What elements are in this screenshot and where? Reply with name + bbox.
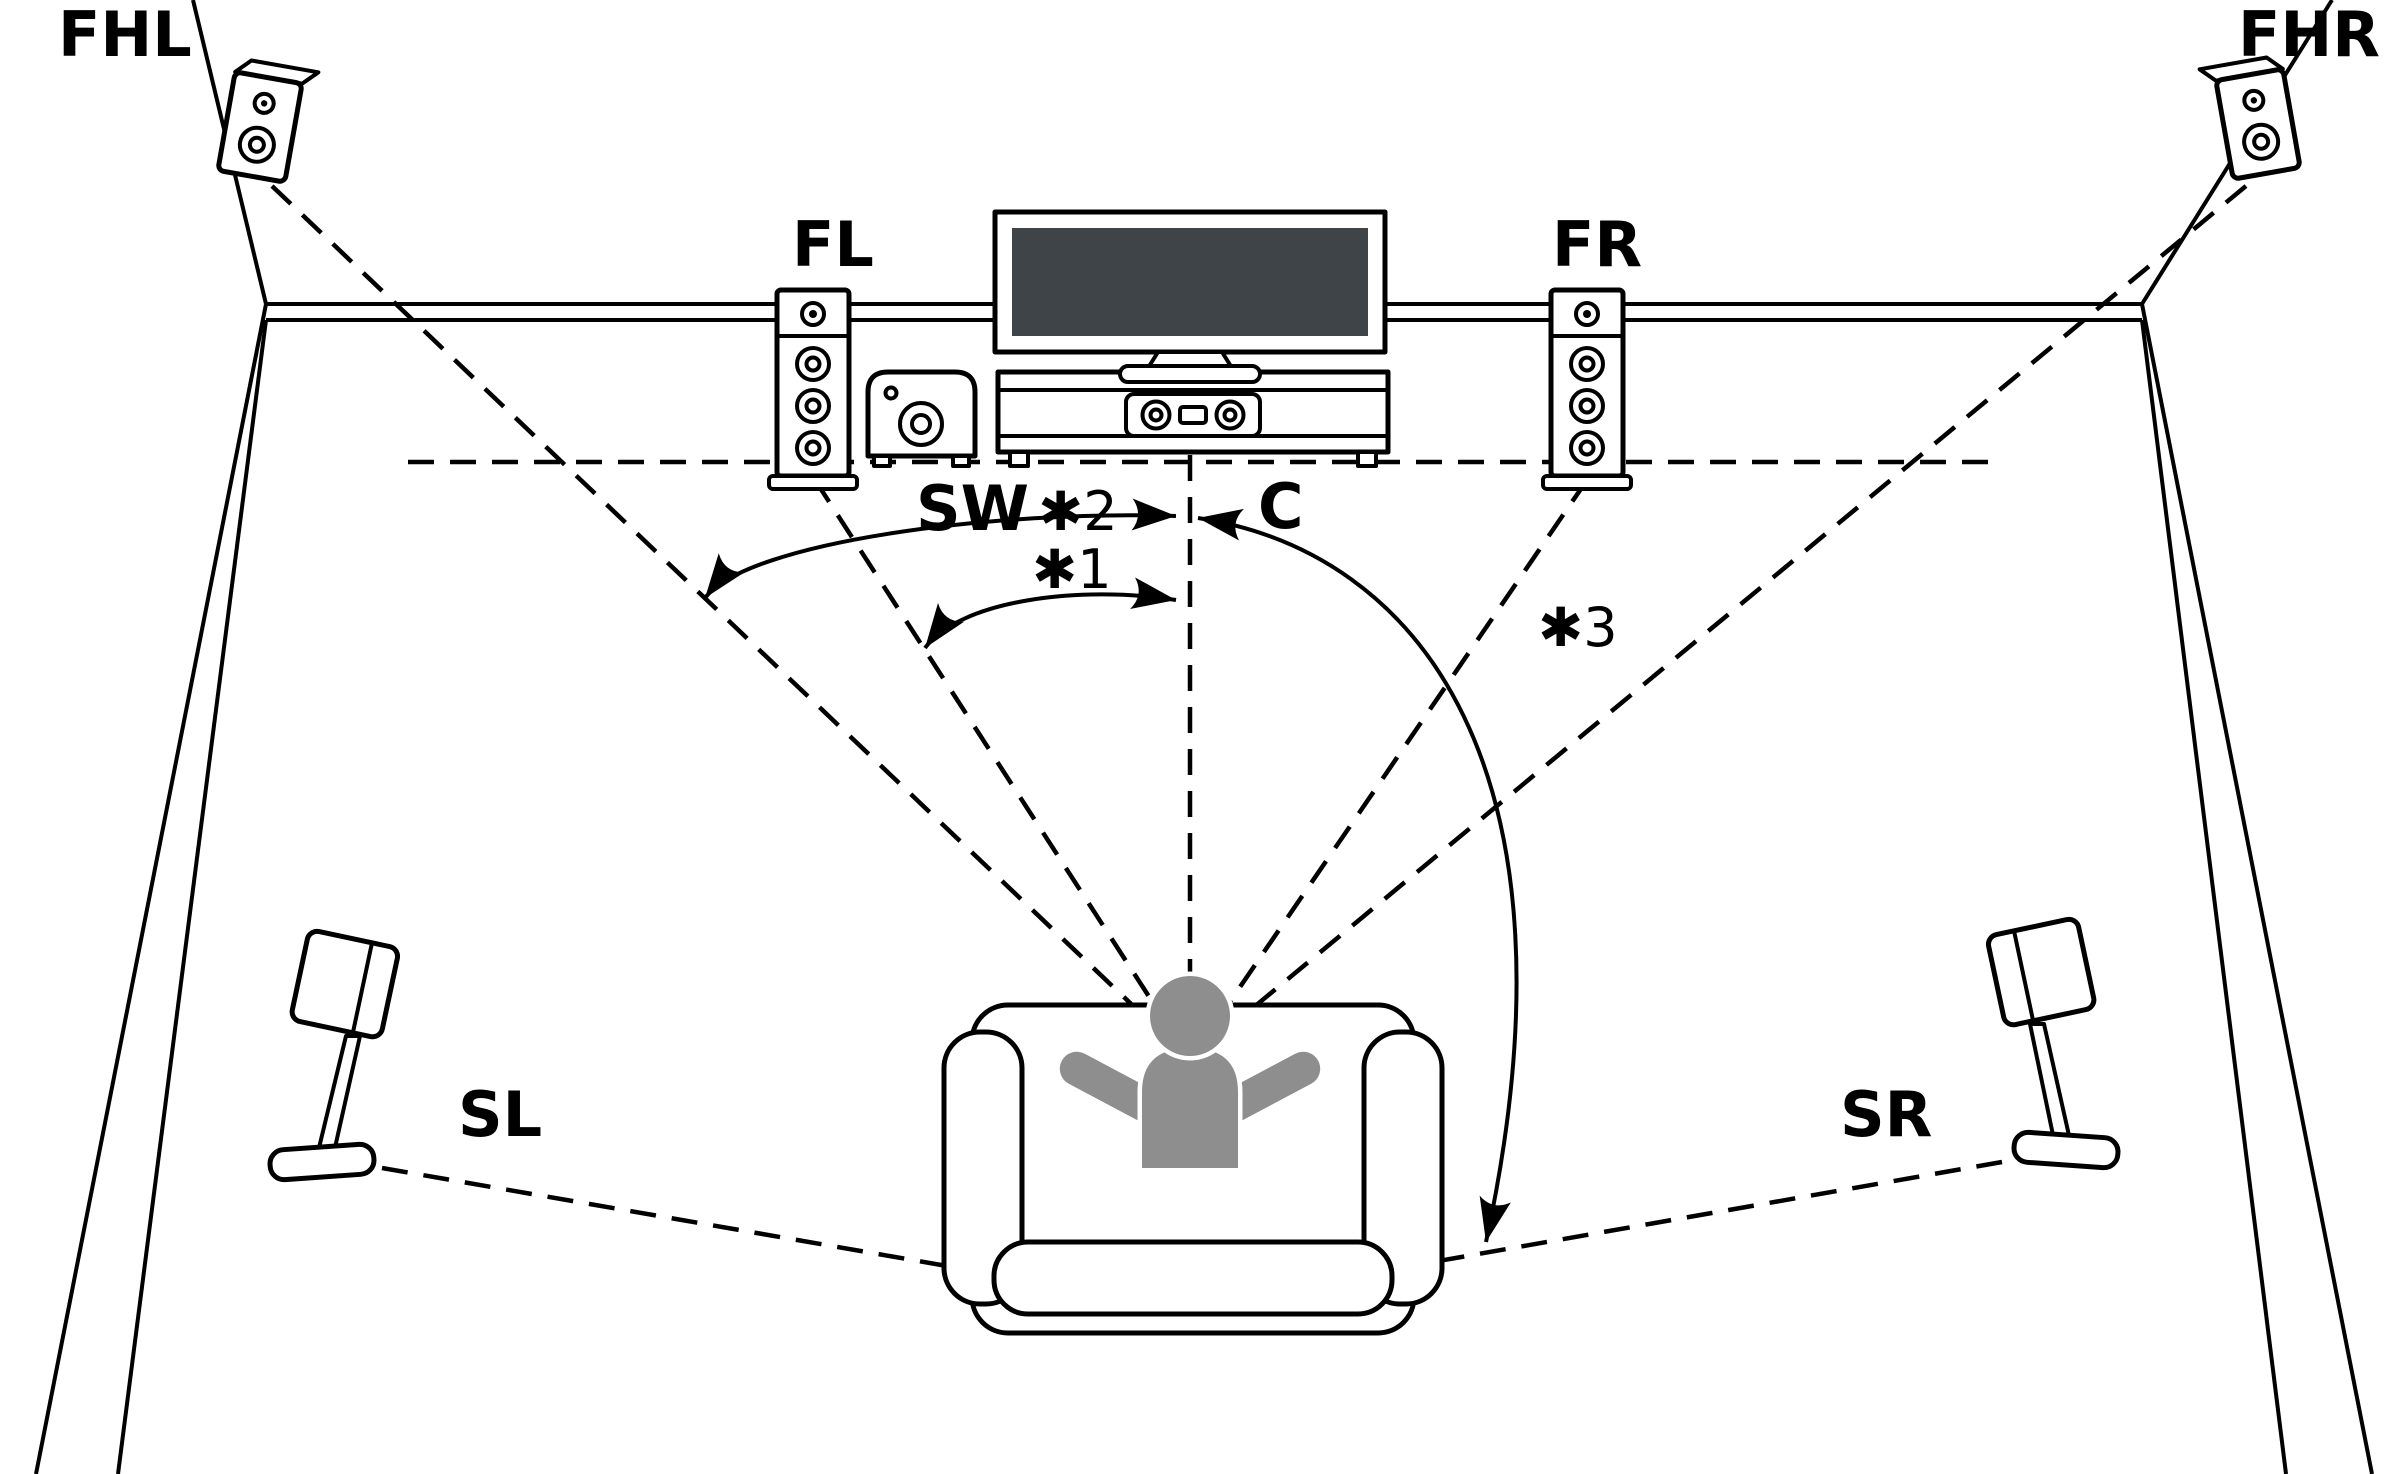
listener-person xyxy=(1055,971,1325,1173)
label-sl: SL xyxy=(458,1078,542,1151)
center-speaker-left-driver-dome xyxy=(1148,407,1164,423)
sr-stand-pole xyxy=(2028,1022,2072,1142)
sl-box xyxy=(289,928,401,1040)
angle-annotations xyxy=(703,498,1519,1243)
fr-driver-3-dome xyxy=(1578,439,1596,457)
label-fr: FR xyxy=(1552,208,1642,281)
front-height-right-speaker xyxy=(2197,55,2302,181)
fhr-tweeter-dot xyxy=(2250,97,2258,104)
fr-driver-2-dome xyxy=(1578,397,1596,415)
subwoofer-driver-dome xyxy=(910,413,932,435)
label-note3: ✱3 xyxy=(1538,596,1618,659)
cabinet-left-foot xyxy=(1008,450,1030,468)
subwoofer xyxy=(865,369,978,468)
subwoofer-right-foot xyxy=(951,454,971,468)
sofa-listener-group xyxy=(941,971,1445,1336)
fr-to-listener-dashed-line xyxy=(1188,478,1589,1062)
sofa-right-arm xyxy=(1361,1029,1445,1307)
fl-tower-base xyxy=(767,474,859,491)
label-c: C xyxy=(1258,470,1304,543)
angle-arc-note1 xyxy=(923,577,1177,650)
fhl-woofer-dome xyxy=(247,135,266,154)
fl-to-listener-dashed-line xyxy=(813,478,1192,1062)
left-floor-edge-inner xyxy=(116,319,268,1474)
sr-box xyxy=(1985,916,2097,1028)
subwoofer-left-foot xyxy=(872,454,892,468)
person-torso xyxy=(1137,1043,1243,1173)
fl-tweeter-dot xyxy=(809,310,817,318)
fl-driver-1-dome xyxy=(804,355,822,373)
sr-stand-base xyxy=(2011,1129,2121,1171)
left-floor-edge-outer xyxy=(34,303,268,1474)
label-note1: ✱1 xyxy=(1032,538,1112,601)
right-floor-edge-inner xyxy=(2140,319,2288,1474)
angle-arc-note2 xyxy=(703,498,1177,600)
fr-driver-1-dome xyxy=(1578,355,1596,373)
fl-driver-3-dome xyxy=(804,439,822,457)
tv-cabinet-group xyxy=(992,209,1391,468)
tv-screen xyxy=(1012,228,1368,336)
fhr-woofer-dome xyxy=(2252,132,2271,151)
person-head xyxy=(1145,971,1235,1061)
surround-left-speaker xyxy=(267,928,401,1183)
front-height-left-speaker xyxy=(216,58,321,184)
sr-box-edge-line xyxy=(2012,930,2036,1022)
tv-stand-base xyxy=(1118,364,1262,384)
label-sw: SW xyxy=(916,472,1029,545)
label-note2: ✱2 xyxy=(1038,480,1118,543)
center-speaker xyxy=(1124,392,1262,438)
center-speaker-right-driver-dome xyxy=(1222,407,1238,423)
tv xyxy=(992,209,1388,384)
labels: FHL FHR FL FR SW ✱2 C ✱1 ✱3 SL SR xyxy=(58,0,2380,1151)
front-right-speaker xyxy=(1541,287,1633,491)
label-fhl: FHL xyxy=(58,0,192,71)
sofa-left-arm xyxy=(941,1029,1025,1307)
sofa-seat-cushion xyxy=(991,1239,1395,1317)
center-speaker-port xyxy=(1178,405,1208,425)
fhl-tweeter-dot xyxy=(260,100,268,107)
fr-tweeter-dot xyxy=(1583,310,1591,318)
fl-driver-2-dome xyxy=(804,397,822,415)
cabinet-right-foot xyxy=(1356,450,1378,468)
sl-stand-pole xyxy=(316,1034,362,1154)
surround-right-speaker xyxy=(1985,916,2121,1171)
subwoofer-port xyxy=(883,385,899,401)
sl-box-edge-line xyxy=(350,942,374,1034)
label-fhr: FHR xyxy=(2238,0,2380,71)
fr-tower-base xyxy=(1541,474,1633,491)
right-floor-edge-outer xyxy=(2140,303,2374,1474)
angle-arc-note3 xyxy=(1197,508,1519,1243)
label-fl: FL xyxy=(792,208,874,281)
fhl-to-listener-dashed-line xyxy=(270,184,1192,1062)
sl-stand-base xyxy=(267,1141,377,1183)
front-left-speaker xyxy=(767,287,859,491)
label-sr: SR xyxy=(1840,1078,1932,1151)
